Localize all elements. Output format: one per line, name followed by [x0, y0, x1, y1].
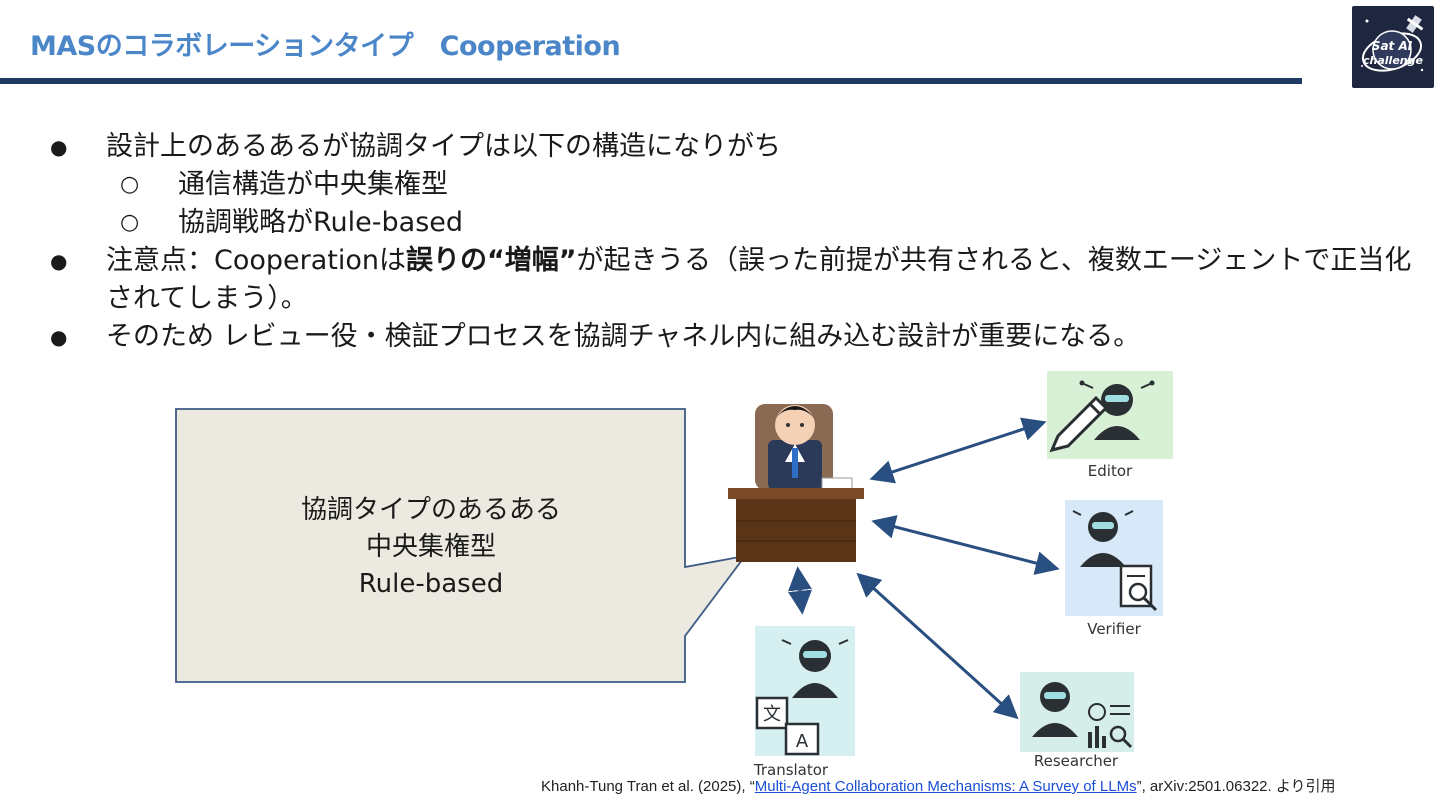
- logo-text-bottom: challenge: [1363, 54, 1423, 67]
- arrow-boss-verifier: [871, 515, 1060, 575]
- bullet-item-2: ● 注意点：Cooperationは誤りの“増幅”が起きうる（誤った前提が共有さ…: [48, 242, 1428, 318]
- callout-line-1: 協調タイプのあるある: [300, 495, 561, 525]
- central-boss-icon: [728, 404, 864, 562]
- robot-icon: [781, 639, 849, 698]
- researcher-agent: Researcher: [1020, 672, 1134, 770]
- citation: Khanh-Tung Tran et al. (2025), “Multi-Ag…: [541, 775, 1336, 796]
- bullet-text-2-pre: 注意点：Cooperationは: [106, 245, 407, 276]
- sub-bullet-item-2: ○ 協調戦略がRule-based: [48, 204, 1428, 242]
- citation-pre: Khanh-Tung Tran et al. (2025), “: [541, 778, 755, 795]
- bullet-text-1: 設計上のあるあるが協調タイプは以下の構造になりがち: [106, 131, 781, 162]
- citation-post: ”, arXiv:2501.06322. より引用: [1136, 778, 1336, 795]
- robot-icon: [1079, 380, 1155, 440]
- bullet-dot-icon: ●: [50, 249, 68, 273]
- callout-line-3: Rule-based: [358, 569, 504, 599]
- callout-text: 協調タイプのあるある 中央集権型 Rule-based: [218, 492, 644, 603]
- arrow-boss-translator: [788, 566, 812, 615]
- translator-label: Translator: [753, 761, 829, 779]
- analytics-magnifier-icon: [1088, 703, 1133, 749]
- bullet-dot-icon: ●: [50, 325, 68, 349]
- document-check-icon: [1119, 564, 1158, 612]
- sat-ai-challenge-logo: Sat AI challenge: [1352, 6, 1434, 88]
- bullet-text-2-post: が起きうる（誤った前提が共有されると、複数エージェントで正当化されてしまう）。: [106, 245, 1412, 314]
- slide-title: MASのコラボレーションタイプ Cooperation: [30, 31, 621, 62]
- translator-agent: 文 A Translator: [753, 626, 855, 779]
- pencil-icon: [1049, 395, 1109, 453]
- arrow-boss-editor: [869, 417, 1047, 484]
- callout-bubble: [175, 408, 748, 683]
- bullet-list: ● 設計上のあるあるが協調タイプは以下の構造になりがち ○ 通信構造が中央集権型…: [48, 128, 1428, 356]
- sub-bullet-text-1: 通信構造が中央集権型: [178, 169, 448, 200]
- robot-icon: [1072, 510, 1134, 567]
- logo-graphic: Sat AI challenge: [1361, 15, 1424, 72]
- sub-bullet-item-1: ○ 通信構造が中央集権型: [48, 166, 1428, 204]
- callout-line-2: 中央集権型: [365, 532, 496, 562]
- citation-link[interactable]: Multi-Agent Collaboration Mechanisms: A …: [754, 778, 1137, 795]
- sub-bullet-circle-icon: ○: [120, 172, 140, 197]
- researcher-label: Researcher: [1034, 752, 1119, 770]
- svg-text:文: 文: [763, 704, 781, 725]
- bullet-dot-icon: ●: [50, 135, 68, 159]
- logo-text-top: Sat AI: [1372, 39, 1413, 53]
- verifier-label: Verifier: [1087, 620, 1141, 638]
- translate-icon: 文 A: [755, 696, 820, 756]
- editor-agent: Editor: [1047, 371, 1173, 480]
- bullet-item-1: ● 設計上のあるあるが協調タイプは以下の構造になりがち: [48, 128, 1428, 166]
- editor-label: Editor: [1088, 462, 1133, 480]
- arrow-boss-researcher: [856, 572, 1019, 720]
- sub-bullet-text-2: 協調戦略がRule-based: [178, 207, 464, 238]
- bullet-item-3: ● そのため レビュー役・検証プロセスを協調チャネル内に組み込む設計が重要になる…: [48, 318, 1428, 356]
- verifier-agent: Verifier: [1065, 500, 1163, 638]
- bullet-text-3: そのため レビュー役・検証プロセスを協調チャネル内に組み込む設計が重要になる。: [106, 321, 1141, 352]
- svg-text:A: A: [796, 731, 809, 752]
- bullet-text-2-emphasis: 誤りの“増幅”: [406, 245, 577, 276]
- sub-bullet-circle-icon: ○: [120, 210, 140, 235]
- title-divider: [0, 78, 1302, 84]
- robot-icon: [1032, 682, 1078, 737]
